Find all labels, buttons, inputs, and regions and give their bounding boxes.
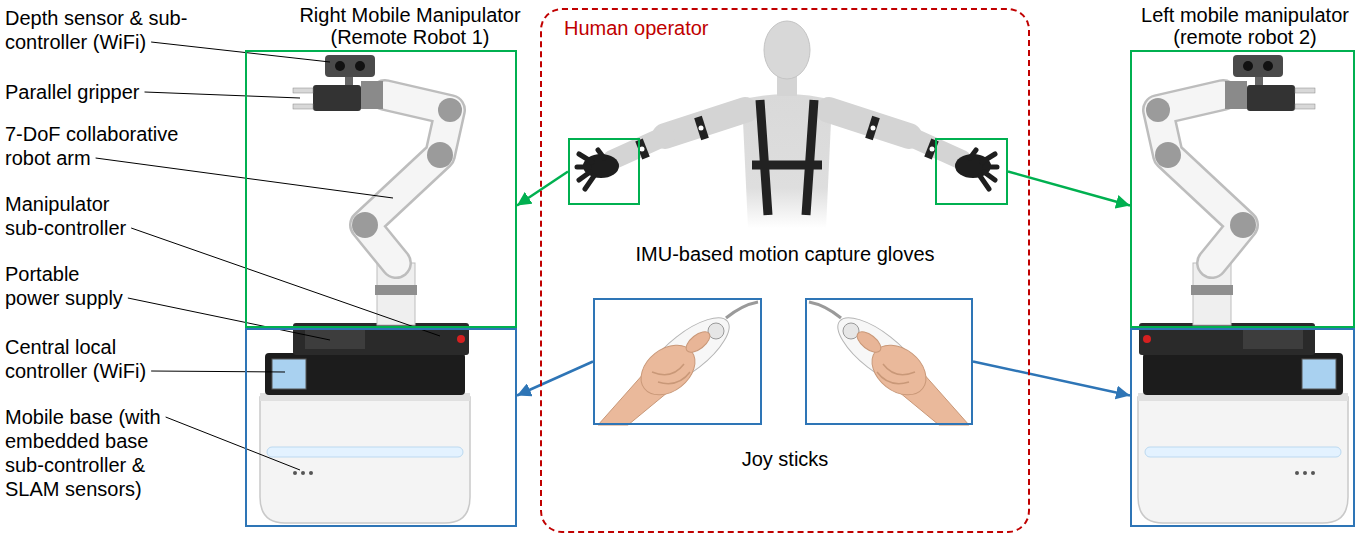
glove-fingers — [970, 150, 997, 189]
robot-title: Right Mobile Manipulator (Remote Robot 1… — [280, 4, 540, 48]
leader-line — [145, 92, 300, 98]
imu-sensor — [871, 126, 876, 131]
joystick-box — [593, 298, 762, 425]
region-title: Human operator — [564, 16, 784, 40]
leader-line — [131, 228, 440, 336]
base-group-box — [245, 328, 517, 527]
imu-sensor — [640, 147, 645, 152]
human-figure — [577, 21, 997, 228]
leader-line — [151, 42, 330, 62]
glove-box — [935, 138, 1008, 205]
head — [764, 21, 810, 79]
group-caption: IMU-based motion capture gloves — [542, 242, 1028, 266]
sensor-band — [869, 117, 876, 139]
connector-arrow — [517, 362, 593, 396]
robot-title: Left mobile manipulator (remote robot 2) — [1130, 4, 1360, 48]
glove-fingers — [577, 150, 604, 189]
harness-strap — [752, 100, 822, 215]
imu-sensor — [930, 147, 935, 152]
part-label: Depth sensor & sub-controller (WiFi) — [5, 6, 195, 54]
arm-group-box: Left mobile manipulator (remote robot 2) — [1130, 50, 1355, 328]
part-label: Manipulator sub-controller — [5, 192, 145, 240]
part-label: Portable power supply — [5, 262, 136, 310]
leader-line — [128, 298, 330, 340]
part-label: Central local controller (WiFi) — [5, 335, 165, 383]
leader-line — [151, 371, 285, 372]
imu-sensor — [699, 126, 704, 131]
arm-group-box: Right Mobile Manipulator (Remote Robot 1… — [245, 50, 517, 328]
joystick-in-hand — [598, 302, 758, 425]
leader-line — [166, 417, 300, 470]
base-group-box — [1130, 328, 1355, 527]
connector-arrow — [1008, 172, 1130, 206]
sensor-band — [928, 140, 935, 158]
part-label: Parallel gripper — [5, 80, 195, 104]
group-caption: Joy sticks — [542, 447, 1028, 471]
part-label: Mobile base (with embedded base sub-cont… — [5, 405, 170, 501]
mobile-manipulator — [1138, 55, 1348, 523]
leader-lines — [96, 42, 440, 470]
mobile-manipulator — [260, 55, 470, 523]
connector-arrow — [973, 362, 1130, 396]
connector-arrow — [517, 172, 568, 206]
sensor-band — [639, 140, 646, 158]
glove-box — [568, 138, 640, 205]
joystick-in-hand — [809, 302, 969, 425]
sensor-band — [698, 117, 705, 139]
joystick-box — [805, 298, 973, 425]
part-label: 7-DoF collaborative robot arm — [5, 122, 195, 170]
operator-region: Human operatorIMU-based motion capture g… — [540, 8, 1030, 533]
